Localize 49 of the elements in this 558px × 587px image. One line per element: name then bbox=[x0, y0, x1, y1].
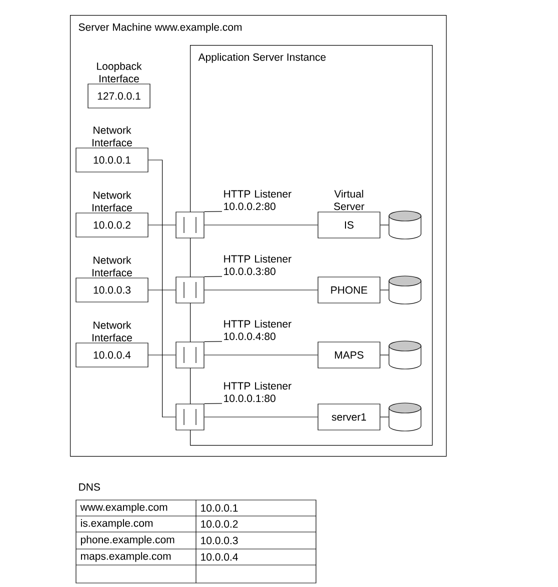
table-cell: 10.0.0.2 bbox=[201, 520, 238, 528]
connector-line bbox=[380, 354, 389, 356]
connector-line bbox=[204, 224, 318, 226]
table-cell: 10.0.0.3 bbox=[201, 536, 238, 544]
node-label: Loopback Interface bbox=[97, 62, 142, 82]
connector-line bbox=[380, 416, 389, 418]
database-cylinder bbox=[388, 402, 422, 432]
leader-line bbox=[204, 341, 222, 342]
interface-box: 10.0.0.4 Network Interface bbox=[76, 321, 148, 368]
table-cell: maps.example.com bbox=[81, 552, 171, 562]
database-cylinder bbox=[388, 210, 422, 240]
database-cylinder bbox=[388, 276, 422, 304]
connector-line bbox=[204, 416, 318, 418]
leader-line bbox=[204, 211, 222, 212]
listener-box bbox=[176, 212, 204, 238]
table-cell: 10.0.0.1 bbox=[201, 504, 238, 512]
table-cell: 10.0.0.4 bbox=[201, 553, 238, 561]
interface-box: 10.0.0.2 Network Interface bbox=[76, 191, 148, 238]
node-label: Network Interface bbox=[92, 126, 132, 146]
connector-line bbox=[148, 160, 176, 418]
node-label: Network Interface bbox=[92, 191, 132, 212]
listener-box bbox=[176, 342, 204, 368]
listener-label: HTTP Listener 10.0.0.4:80 bbox=[224, 320, 292, 340]
virtual-server-box: IS bbox=[318, 212, 380, 238]
connector-line bbox=[148, 354, 176, 356]
connector-line bbox=[148, 224, 176, 226]
leader-line bbox=[204, 276, 222, 277]
column-heading: Virtual Server bbox=[334, 190, 364, 210]
leader-line bbox=[204, 403, 222, 404]
interface-box: 10.0.0.1 Network Interface bbox=[76, 126, 148, 172]
database-cylinder bbox=[388, 340, 422, 370]
interface-box: 127.0.0.1 Loopback Interface bbox=[88, 62, 150, 108]
table-cell: is.example.com bbox=[81, 519, 153, 529]
virtual-server-box: server1 bbox=[318, 404, 380, 430]
listener-box bbox=[176, 404, 204, 430]
table-title: DNS bbox=[79, 483, 100, 491]
connector-line bbox=[204, 354, 318, 356]
virtual-server-box: MAPS bbox=[318, 342, 380, 368]
table-cell: www.example.com bbox=[80, 503, 168, 513]
virtual-server-box: PHONE bbox=[318, 276, 380, 304]
connector-line bbox=[380, 224, 389, 226]
listener-box bbox=[176, 276, 204, 304]
listener-label: HTTP Listener 10.0.0.2:80 bbox=[224, 190, 292, 210]
listener-label: HTTP Listener 10.0.0.1:80 bbox=[224, 382, 292, 402]
interface-box: 10.0.0.3 Network Interface bbox=[76, 256, 148, 302]
table-cell: phone.example.com bbox=[80, 536, 174, 546]
node-label: Network Interface bbox=[92, 321, 132, 342]
listener-label: HTTP Listener 10.0.0.3:80 bbox=[224, 254, 292, 276]
node-label: Network Interface bbox=[92, 256, 132, 276]
